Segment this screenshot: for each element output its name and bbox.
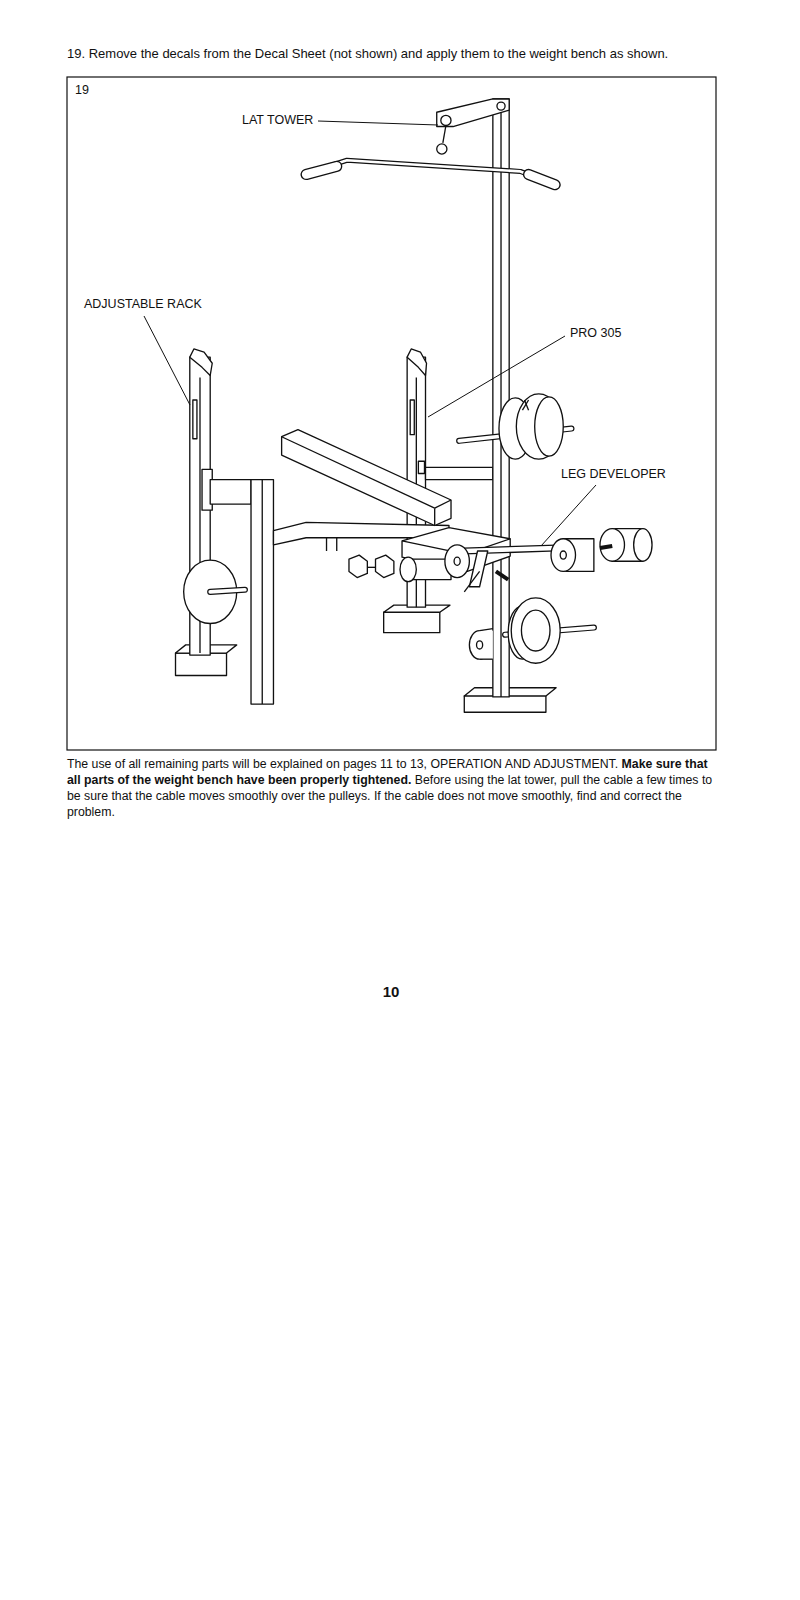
step-number: 19 [75,83,89,98]
part-name: PRO 305 [568,326,623,341]
page-number: 10 [383,983,400,1001]
figure-frame [67,77,716,750]
part-name: LAT TOWER [240,113,315,128]
part-name: LEG DEVELOPER [559,467,668,482]
step-instruction: 19. Remove the decals from the Decal She… [67,46,668,62]
body-text: The use of all remaining parts will be e… [67,757,618,771]
bench-drawing [176,99,653,712]
closing-paragraph: The use of all remaining parts will be e… [67,757,719,821]
part-name: ADJUSTABLE RACK [82,297,204,312]
leader-lines [144,121,596,546]
